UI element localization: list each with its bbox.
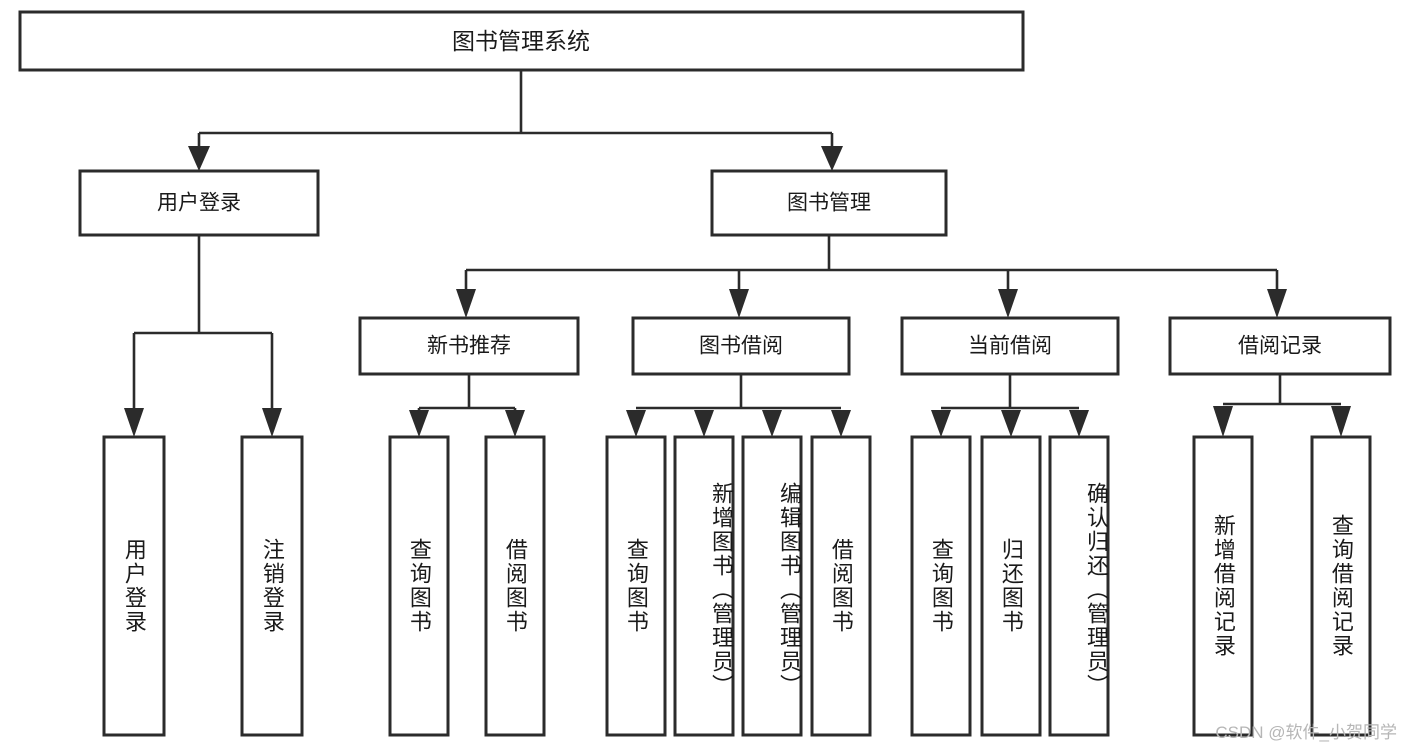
arrowhead-leaf-return-book (1001, 410, 1021, 437)
arrowhead-book-borrow (729, 289, 749, 318)
node-user-login-box[interactable] (78, 169, 320, 237)
node-book-borrow-box[interactable] (631, 316, 851, 376)
node-leaf-query-record-box[interactable] (1310, 435, 1372, 737)
arrowhead-leaf-borrow-book-1 (505, 410, 525, 437)
node-new-book-rec-label: 新书推荐 (427, 335, 511, 358)
node-leaf-query-book-1-box[interactable] (388, 435, 450, 737)
arrowhead-leaf-query-book-3 (931, 410, 951, 437)
node-book-borrow-label: 图书借阅 (699, 335, 783, 358)
node-current-borrow-label: 当前借阅 (968, 335, 1052, 358)
node-root-box[interactable] (18, 10, 1025, 72)
node-leaf-borrow-book-1-box[interactable] (484, 435, 546, 737)
node-user-login-label: 用户登录 (157, 192, 241, 215)
arrowhead-leaf-borrow-book-2 (831, 410, 851, 437)
node-book-manage-label: 图书管理 (787, 192, 871, 215)
arrowhead-current-borrow (998, 289, 1018, 318)
node-leaf-query-book-3-box[interactable] (910, 435, 972, 737)
node-root-label: 图书管理系统 (452, 28, 590, 54)
arrowhead-leaf-user-logout (262, 408, 282, 437)
node-borrow-record-box[interactable] (1168, 316, 1392, 376)
arrowhead-leaf-user-login (124, 408, 144, 437)
node-new-book-rec-box[interactable] (358, 316, 580, 376)
arrowhead-leaf-query-book-1 (409, 410, 429, 437)
node-borrow-record-label: 借阅记录 (1238, 335, 1322, 358)
arrowhead-user-login (188, 146, 210, 171)
arrowhead-book-manage (821, 146, 843, 171)
node-boxes: 图书管理系统 用户登录 图书管理 新书推荐 图书借阅 当前借阅 借阅记录 (18, 10, 1392, 737)
connector-lines (124, 70, 1351, 437)
node-current-borrow-box[interactable] (900, 316, 1120, 376)
node-leaf-borrow-book-2-box[interactable] (810, 435, 872, 737)
node-book-manage-box[interactable] (710, 169, 948, 237)
node-leaf-query-book-2-box[interactable] (605, 435, 667, 737)
csdn-watermark: CSDN @软件_小贺同学 (1215, 723, 1397, 742)
arrowhead-leaf-add-book (694, 410, 714, 437)
arrowhead-new-book-rec (456, 289, 476, 318)
arrowhead-leaf-add-record (1213, 406, 1233, 437)
arrowhead-borrow-record (1267, 289, 1287, 318)
node-leaf-confirm-return-box[interactable] (1048, 435, 1110, 737)
node-leaf-return-book-box[interactable] (980, 435, 1042, 737)
arrowhead-leaf-query-book-2 (626, 410, 646, 437)
node-leaf-add-book-box[interactable] (673, 435, 735, 737)
node-leaf-user-logout-box[interactable] (240, 435, 304, 737)
node-leaf-add-record-box[interactable] (1192, 435, 1254, 737)
node-leaf-user-login-box[interactable] (102, 435, 166, 737)
arrowhead-leaf-query-record (1331, 406, 1351, 437)
arrowhead-leaf-edit-book (762, 410, 782, 437)
arrowhead-leaf-confirm-return (1069, 410, 1089, 437)
node-leaf-edit-book-box[interactable] (741, 435, 803, 737)
